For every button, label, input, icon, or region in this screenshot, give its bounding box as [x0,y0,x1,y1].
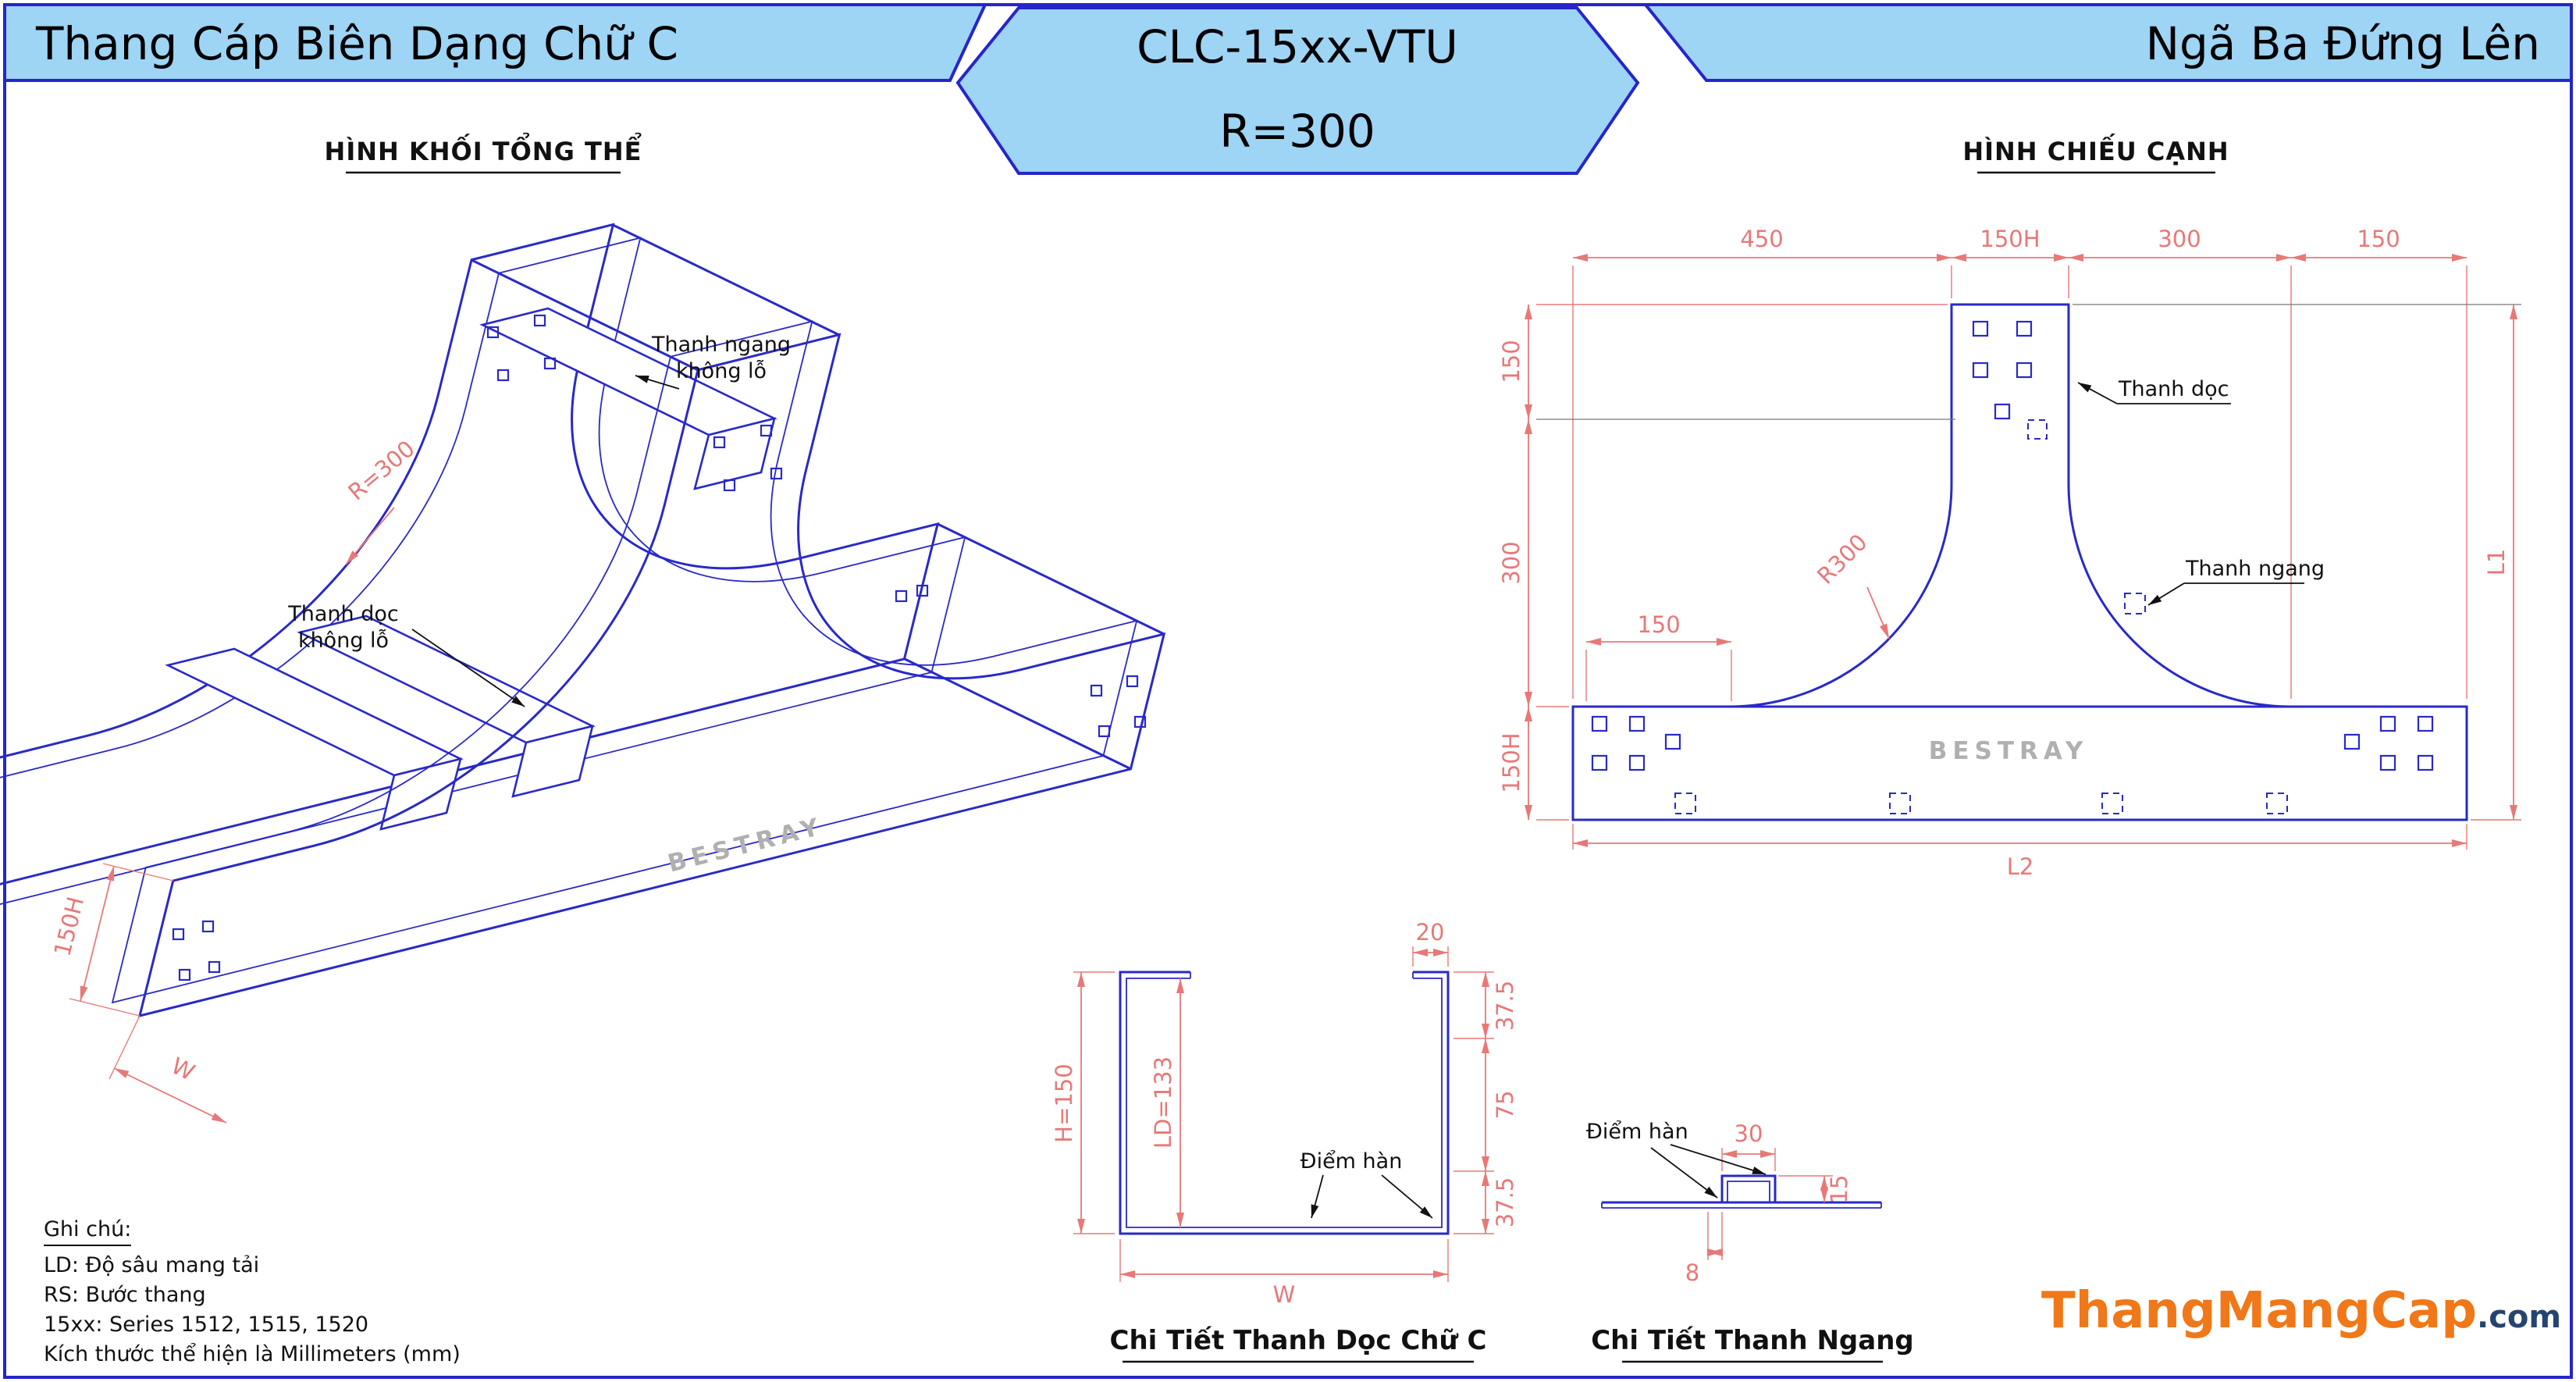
iso-rail-label-line2: không lỗ [298,629,389,653]
iso-dim-150h: 150H [48,863,174,1017]
r-dim-height: 15 [1778,1175,1852,1204]
svg-text:W: W [1273,1281,1296,1308]
svg-text:W: W [167,1052,199,1085]
header: Thang Cáp Biên Dạng Chữ C CLC-15xx-VTU R… [3,2,2573,175]
rung-top [479,307,777,490]
iso-dim-w: W [109,1015,227,1124]
iso-rung-label-line2: không lỗ [676,359,767,383]
note-line: 15xx: Series 1512, 1515, 1520 [44,1313,369,1337]
brand-logo-main[interactable]: ThangMangCap [2041,1282,2477,1340]
side-dims-left: 150 300 150H [1498,304,1955,821]
svg-text:150H: 150H [1980,226,2040,252]
iso-connector-edges [471,223,1165,771]
header-model-code: CLC-15xx-VTU [1137,20,1458,73]
side-slots [1674,419,2288,814]
header-band-left [3,2,988,82]
c-dims-right: 37.5 75 37.5 [1453,971,1518,1234]
side-watermark: BESTRAY [1929,737,2089,765]
side-rail-callout: Thanh dọc [2077,377,2231,404]
svg-text:150: 150 [2357,226,2400,252]
svg-text:75: 75 [1492,1091,1518,1120]
note-line: RS: Bước thang [44,1283,206,1307]
iso-rail-leader [411,629,525,707]
brand-logo[interactable]: ThangMangCap.com [2041,1282,2561,1340]
c-profile-detail: 20 37.5 75 37.5 H=150 LD=133 [1051,919,1518,1363]
iso-rail-label-line1: Thanh dọc [287,602,398,626]
r-dim-width: 30 [1721,1120,1776,1171]
side-radius-label: R300 [1812,529,1872,589]
c-dim-width: W [1119,1239,1449,1308]
side-body [1571,303,2468,821]
side-view: HÌNH CHIẾU CẠNH BESTRAY [1498,134,2521,880]
side-radius-leader [1866,586,1890,639]
svg-text:15: 15 [1826,1175,1852,1204]
iso-rung-leader [635,375,680,390]
side-holes [1591,320,2434,771]
svg-text:Thanh dọc: Thanh dọc [2118,377,2229,401]
svg-text:37.5: 37.5 [1492,981,1518,1031]
iso-radius-leader [345,507,395,565]
page-border [3,3,2573,1379]
svg-text:150: 150 [1637,611,1680,638]
svg-text:37.5: 37.5 [1492,1177,1518,1228]
svg-text:20: 20 [1416,919,1445,946]
svg-text:300: 300 [2158,226,2201,252]
notes-block: Ghi chú: LD: Độ sâu mang tải RS: Bước th… [44,1215,461,1370]
c-weld-callout: Điểm hàn [1300,1149,1433,1219]
header-hexagon [955,6,1640,175]
header-radius-label: R=300 [1219,105,1375,158]
rung-base-2 [297,614,596,798]
iso-view: HÌNH KHỐI TỔNG THỂ [0,117,1266,1124]
side-dim-inner: 150 [1585,611,1732,701]
c-detail-title: Chi Tiết Thanh Dọc Chữ C [1110,1325,1487,1356]
iso-rung-label-line1: Thanh ngang [651,333,791,357]
header-right-title: Ngã Ba Đứng Lên [2146,17,2540,70]
note-line: LD: Độ sâu mang tải [44,1253,260,1277]
rung-base-1 [165,647,464,831]
svg-text:Điểm hàn: Điểm hàn [1300,1149,1403,1174]
iso-title: HÌNH KHỐI TỔNG THỂ [325,132,642,166]
svg-text:8: 8 [1685,1259,1699,1286]
side-title: HÌNH CHIẾU CẠNH [1962,134,2229,166]
c-dim-lip: 20 [1412,919,1449,967]
svg-text:H=150: H=150 [1051,1063,1077,1142]
r-weld-callout: Điểm hàn [1586,1120,1767,1199]
svg-text:Thanh ngang: Thanh ngang [2185,557,2325,581]
svg-text:L2: L2 [2007,853,2034,880]
brand-logo-suffix[interactable]: .com [2477,1299,2562,1335]
svg-text:150: 150 [1498,340,1525,383]
note-line: Kích thước thể hiện là Millimeters (mm) [44,1342,461,1366]
far-rail-inner-edge [0,131,1066,921]
svg-text:Điểm hàn: Điểm hàn [1586,1120,1688,1144]
notes-title: Ghi chú: [44,1215,132,1246]
svg-text:450: 450 [1740,226,1783,252]
rung-detail: 30 15 8 Điểm hàn Chi Tiết Thanh Ngang [1586,1120,1914,1363]
svg-text:LD=133: LD=133 [1150,1056,1176,1149]
rung-body [1601,1174,1882,1209]
svg-text:L1: L1 [2483,549,2510,576]
svg-text:150H: 150H [48,894,89,959]
svg-text:300: 300 [1498,541,1525,584]
svg-text:30: 30 [1735,1120,1763,1147]
c-dim-depth: LD=133 [1150,978,1184,1227]
r-dim-offset: 8 [1685,1212,1723,1286]
svg-text:150H: 150H [1498,732,1525,793]
header-left-title: Thang Cáp Biên Dạng Chữ C [35,17,678,70]
iso-holes [172,314,1147,981]
iso-watermark: BESTRAY [665,812,827,878]
c-dim-height: H=150 [1051,971,1115,1234]
side-dim-l2: L2 [1572,824,2467,880]
side-dims-top: 450 150H 300 150 [1572,226,2467,699]
header-band-right [1642,3,2573,82]
c-profile-body [1119,971,1450,1235]
side-rung-callout: Thanh ngang [2147,557,2325,606]
rung-detail-title: Chi Tiết Thanh Ngang [1591,1325,1914,1356]
side-dim-l1: L1 [2073,304,2521,821]
iso-radius-label: R=300 [343,435,419,505]
